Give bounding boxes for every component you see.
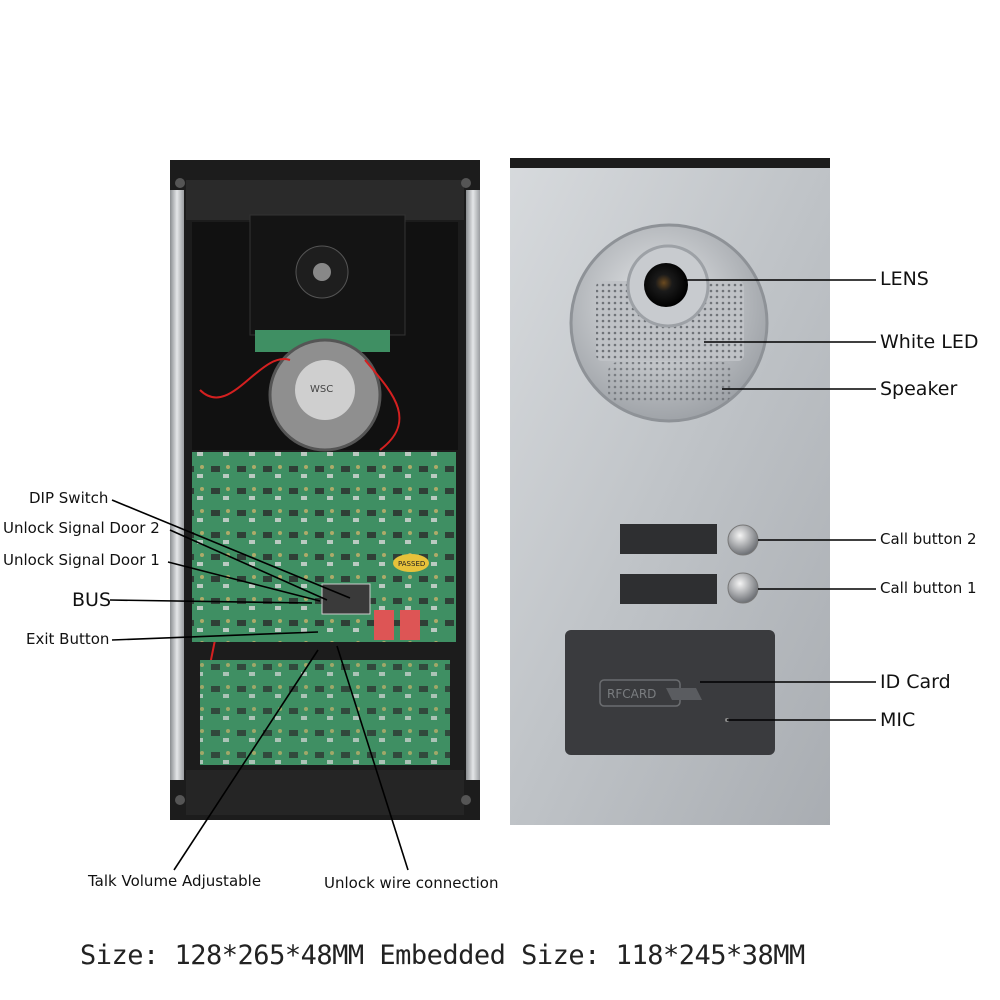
leader-unlock-door1 <box>167 561 321 602</box>
label-lens: LENS <box>880 268 929 290</box>
speaker-marking: WSC <box>310 384 333 395</box>
label-call-button-2: Call button 2 <box>880 530 977 548</box>
leader-unlock-door2 <box>169 529 328 601</box>
label-unlock-signal-door-1: Unlock Signal Door 1 <box>3 551 160 569</box>
label-speaker: Speaker <box>880 378 958 400</box>
label-talk-volume-adjustable: Talk Volume Adjustable <box>88 872 262 890</box>
leader-exit-button <box>111 631 319 641</box>
label-white-led: White LED <box>880 331 979 353</box>
label-id-card: ID Card <box>880 671 951 693</box>
label-dip-switch: DIP Switch <box>29 489 109 507</box>
label-bus: BUS <box>72 589 112 611</box>
front-panel: RFCARD <box>510 158 830 825</box>
leader-talk-volume <box>173 649 319 871</box>
label-unlock-wire-connection: Unlock wire connection <box>324 874 499 892</box>
rfcard-text: RFCARD <box>607 687 656 701</box>
label-call-button-1: Call button 1 <box>880 579 977 597</box>
right-leader-lines <box>684 279 876 721</box>
leader-unlock-wire <box>336 645 409 871</box>
housing-back-view: WSC PASSED <box>170 160 480 820</box>
label-mic: MIC <box>880 709 916 731</box>
leader-dip-switch <box>111 499 351 599</box>
board-marking: PASSED <box>398 560 425 568</box>
left-leader-lines <box>109 499 409 871</box>
label-unlock-signal-door-2: Unlock Signal Door 2 <box>3 519 160 537</box>
size-caption: Size: 128*265*48MM Embedded Size: 118*24… <box>80 940 805 971</box>
leader-bus <box>109 599 313 604</box>
label-exit-button: Exit Button <box>26 630 110 648</box>
